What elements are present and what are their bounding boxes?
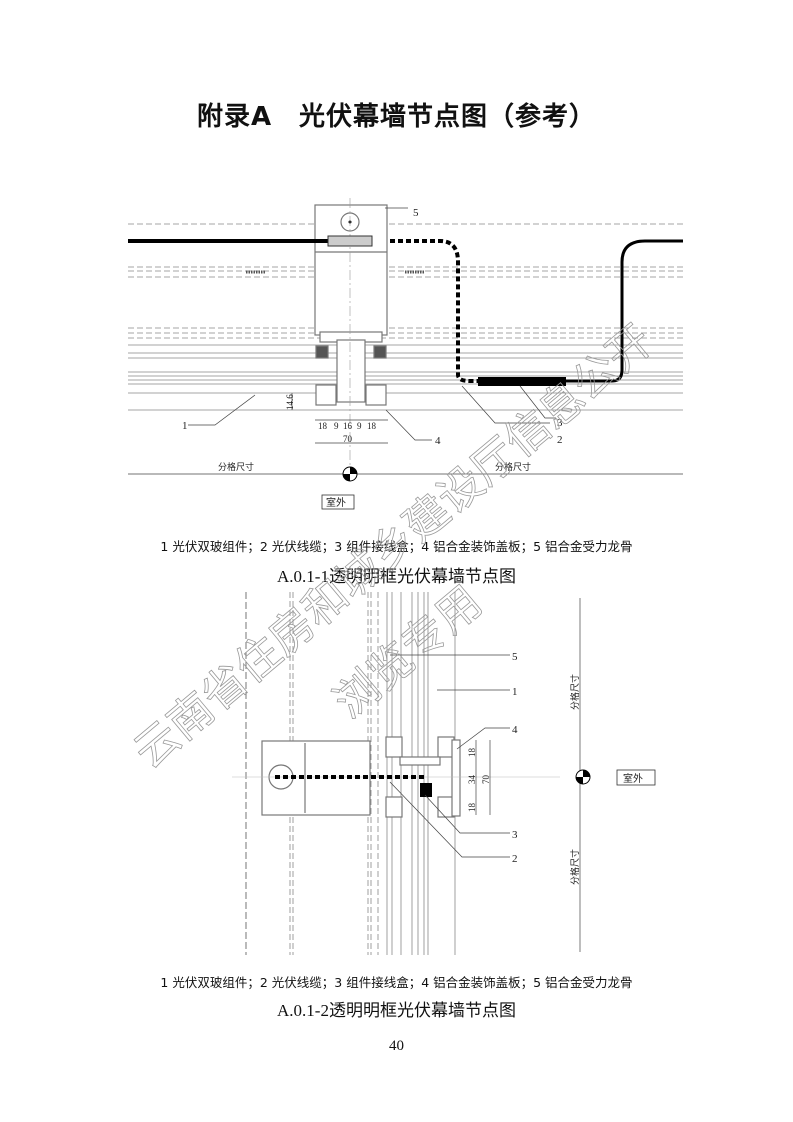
grid-size-bottom: 分格尺寸 [569,849,580,885]
axis-marker-icon [575,769,591,785]
figure-2-legend: 1 光伏双玻组件；2 光伏线缆；3 组件接线盒；4 铝合金装饰盖板；5 铝合金受… [160,975,633,990]
figure-1-caption: A.0.1-1透明明框光伏幕墙节点图 [277,567,516,586]
grid-size-left: 分格尺寸 [218,461,254,472]
callout-2: 2 [557,434,563,446]
callout-2: 2 [512,853,518,865]
dim-18b: 18 [367,421,377,431]
callout-1: 1 [512,686,518,698]
connector [327,235,373,247]
callout-4: 4 [435,435,441,447]
figure-1-drawing: 5 1 4 3 2 18 9 16 9 18 70 14.6 分格尺寸 分格尺寸… [128,198,683,510]
dim-9b: 9 [357,421,362,431]
junction-box [478,377,566,386]
dim-70: 70 [481,775,491,785]
callout-3: 3 [512,829,518,841]
junction-box [420,783,432,797]
dim-70: 70 [343,434,353,444]
dim-9a: 9 [334,421,339,431]
grid-size-right: 分格尺寸 [495,461,531,472]
dim-18b: 18 [467,803,477,813]
callout-5: 5 [413,207,419,219]
dim-18a: 18 [467,748,477,758]
callout-1: 1 [182,420,188,432]
grid-size-top: 分格尺寸 [569,674,580,710]
dim-14-6: 14.6 [285,394,295,410]
callout-3: 3 [557,417,563,429]
page-number: 40 [389,1038,404,1054]
callout-5: 5 [512,651,518,663]
outdoor-label: 室外 [326,496,346,509]
axis-marker-icon [342,466,358,482]
mullion [314,204,388,406]
dim-16: 16 [343,421,353,431]
dim-34: 34 [467,775,477,785]
outdoor-label: 室外 [623,772,643,785]
figure-2-drawing: 5 1 4 3 2 18 34 18 70 分格尺寸 分格尺寸 室外 [232,592,656,955]
figure-2-caption: A.0.1-2透明明框光伏幕墙节点图 [277,1001,516,1020]
dim-18a: 18 [318,421,328,431]
callout-4: 4 [512,724,518,736]
page-title: 附录A 光伏幕墙节点图（参考） [196,102,597,132]
figure-1-legend: 1 光伏双玻组件；2 光伏线缆；3 组件接线盒；4 铝合金装饰盖板；5 铝合金受… [160,539,633,554]
